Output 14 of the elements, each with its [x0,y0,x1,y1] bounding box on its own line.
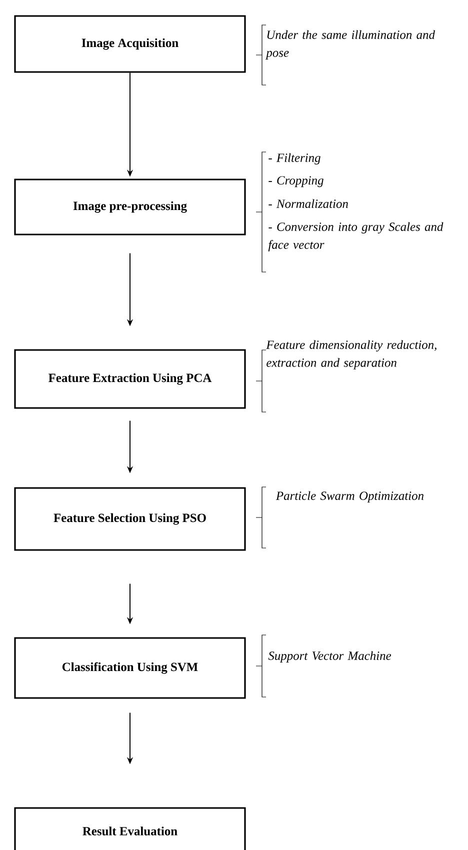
annotation-text: Feature dimensionality reduction, extraction and separation [266,340,436,370]
annotation-text: Under the same illumination and pose [265,30,436,60]
annotation-text: Particle Swarm Optimization [276,491,424,502]
annotation-text: - Cropping [268,176,324,188]
process-box: Result Evaluation [14,807,246,850]
process-box: Feature Extraction Using PCA [14,349,246,409]
annotation-text: Support Vector Machine [268,651,392,662]
annotation-text: - Conversion into gray Scales and face vector [268,222,444,252]
process-box: Feature Selection Using PSO [14,487,246,551]
process-box: Classification Using SVM [14,637,246,699]
annotation-text: - Normalization [268,199,348,208]
process-box: Image Acquisition [14,15,246,73]
process-box: Image pre-processing [14,178,246,236]
annotation-text: - Filtering [268,153,320,164]
